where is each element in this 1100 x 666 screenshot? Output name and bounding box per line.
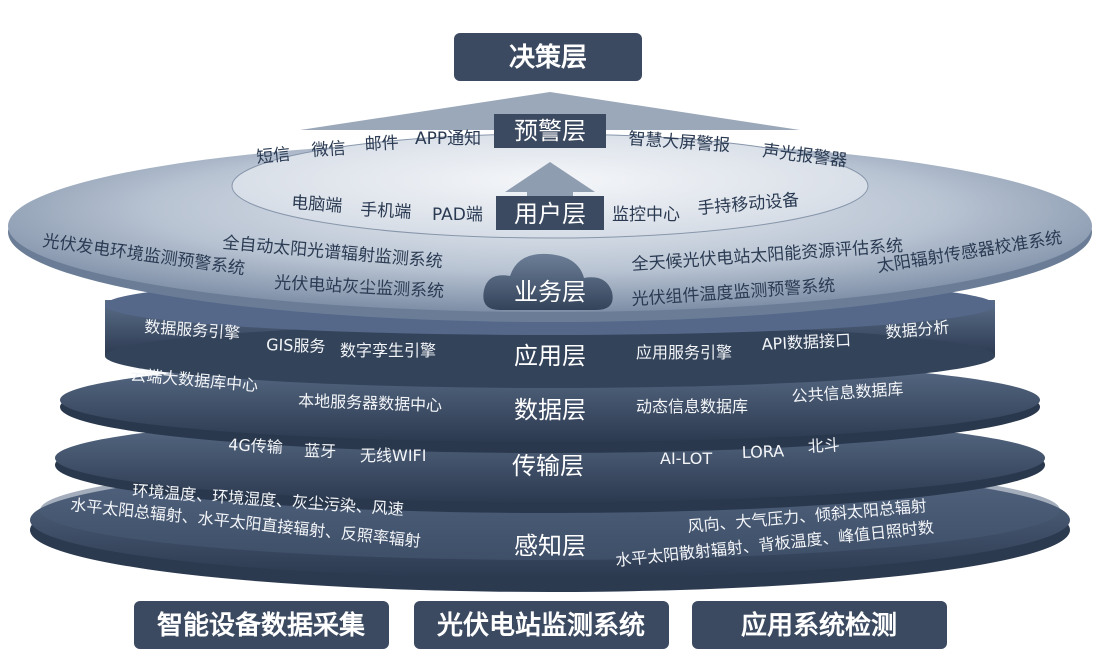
transport-item: 北斗	[807, 435, 840, 456]
bottom-box-3-label: 应用系统检测	[741, 610, 897, 641]
user-layer-tag: 用户层	[496, 196, 604, 230]
bottom-box-1-label: 智能设备数据采集	[157, 610, 366, 641]
decision-layer-label: 决策层	[509, 42, 587, 73]
application-item: GIS服务	[266, 335, 326, 356]
warning-item: 微信	[311, 139, 346, 161]
cloud-icon	[483, 253, 613, 310]
decision-layer-box: 决策层	[454, 33, 642, 81]
bottom-box-2-label: 光伏电站监测系统	[436, 610, 645, 641]
perception-layer-label: 感知层	[514, 532, 586, 560]
transport-item: AI-LOT	[660, 449, 712, 468]
business-layer-label: 业务层	[514, 278, 586, 306]
warning-item: 短信	[255, 145, 291, 168]
application-items: 数据服务引擎 GIS服务 数字孪生引擎 应用服务引擎 API数据接口 数据分析	[144, 317, 950, 362]
transport-layer-label: 传输层	[512, 452, 584, 480]
user-layer-label: 用户层	[514, 200, 586, 228]
warning-item: APP通知	[415, 129, 481, 149]
transport-item: 无线WIFI	[360, 446, 426, 465]
transport-item: 4G传输	[228, 435, 284, 457]
warning-item: 邮件	[364, 133, 399, 155]
bottom-box-3: 应用系统检测	[692, 601, 947, 649]
warning-layer-label: 预警层	[514, 117, 586, 145]
data-layer-label: 数据层	[514, 396, 586, 424]
user-item: 手机端	[360, 200, 412, 223]
user-item: PAD端	[432, 205, 483, 225]
transport-item: 蓝牙	[304, 441, 337, 461]
transport-items: 4G传输 蓝牙 无线WIFI AI-LOT LORA 北斗	[228, 435, 840, 468]
application-item: 应用服务引擎	[636, 343, 732, 362]
bottom-box-1: 智能设备数据采集	[134, 601, 389, 649]
warning-layer-tag: 预警层	[494, 114, 606, 148]
application-item: API数据接口	[761, 330, 851, 354]
data-item: 动态信息数据库	[636, 397, 748, 416]
bottom-box-2: 光伏电站监测系统	[414, 601, 669, 649]
user-item: 电脑端	[291, 193, 343, 217]
transport-item: LORA	[741, 442, 784, 462]
application-layer-label: 应用层	[514, 342, 586, 370]
user-item: 监控中心	[612, 205, 680, 225]
application-item: 数字孪生引擎	[340, 341, 436, 360]
